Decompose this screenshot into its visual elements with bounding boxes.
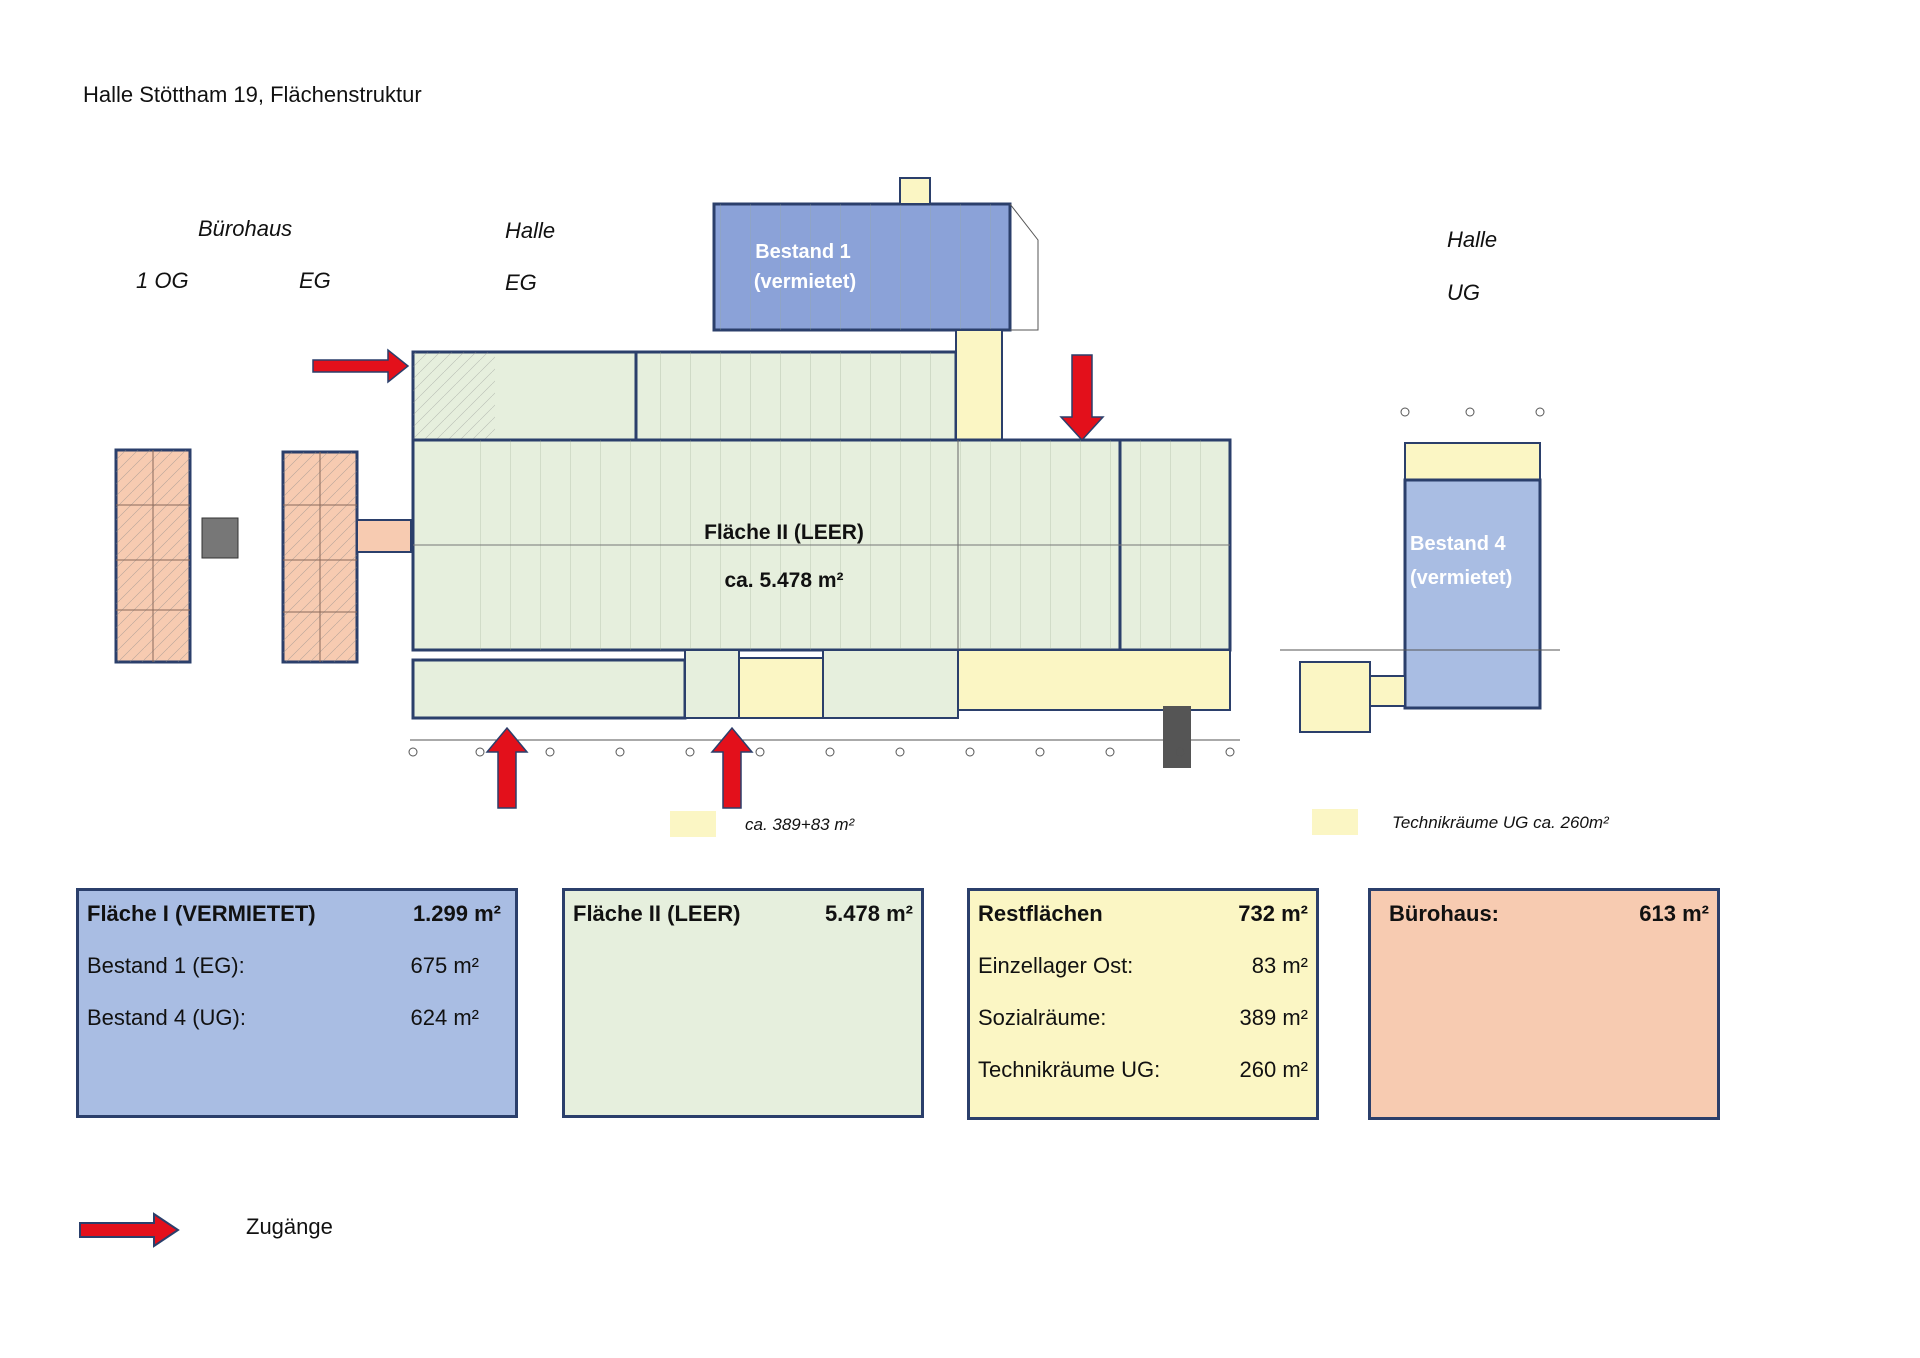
floor-plan: Bestand 1 (vermietet) Fläche II (LEER) c… [114,177,1560,809]
buerohaus-header-value: 613 m² [1639,901,1709,926]
restflaechen-row-label: Sozialräume: [978,1005,1107,1030]
summary-box-restflaechen: Restflächen 732 m² Einzellager Ost: 83 m… [967,888,1319,1120]
halle-ug-plan [1280,407,1560,733]
bestand1-label-line2: (vermietet) [754,271,856,293]
grid-axis-bottom [408,739,1240,757]
access-legend-arrow-icon [79,1212,180,1248]
restflaechen-row-label: Technikräume UG: [978,1057,1161,1082]
access-legend-label: Zugänge [246,1214,333,1239]
flaeche1-row-label: Bestand 4 (UG): [87,1005,246,1030]
legend-note-1: ca. 389+83 m² [745,815,855,834]
flaeche1-header-value: 1.299 m² [412,901,501,926]
flaeche1-header-label: Fläche I (VERMIETET) [87,901,316,926]
flaeche1-row-label: Bestand 1 (EG): [87,953,245,978]
flaeche1-row-value: 624 m² [410,1005,479,1030]
buerohaus-eg-plan [281,450,412,664]
legend-swatch-yellow-1 [670,811,716,837]
label-eg-halle: EG [505,270,537,295]
legend-swatch-yellow-2 [1312,809,1358,835]
buerohaus-header-label: Bürohaus: [1389,901,1499,926]
summary-box-flaeche1: Fläche I (VERMIETET) 1.299 m² Bestand 1 … [76,888,518,1118]
summary-box-buerohaus: Bürohaus: 613 m² [1368,888,1720,1120]
bestand4-label-line1: Bestand 4 [1410,533,1506,555]
flaeche2-plan-label: Fläche II (LEER) [704,521,864,544]
restflaechen-header-value: 732 m² [1238,901,1308,926]
legend-note-2: Technikräume UG ca. 260m² [1392,813,1609,832]
halle-eg-bottom-strip [411,649,1231,768]
restflaechen-header-label: Restflächen [978,901,1103,926]
halle-eg-top-strip [411,329,1003,442]
restflaechen-row-value: 389 m² [1239,1005,1308,1030]
access-arrows [312,348,1105,809]
label-buerohaus: Bürohaus [198,216,293,241]
label-1og: 1 OG [136,268,189,293]
access-arrow-left [312,348,410,384]
label-eg-buerohaus: EG [299,268,331,293]
label-halle-ug: Halle [1447,227,1498,252]
access-arrow-bottom-2 [710,726,754,809]
flaeche1-row-value: 675 m² [410,953,479,978]
page-title: Halle Stöttham 19, Flächenstruktur [83,82,422,107]
restflaechen-row-value: 83 m² [1251,953,1308,978]
bestand1-area [712,177,1039,332]
access-arrow-top [1059,354,1105,442]
buerohaus-1og-plan [114,448,239,664]
summary-box-flaeche2: Fläche II (LEER) 5.478 m² [562,888,924,1118]
bestand4-label-line2: (vermietet) [1410,567,1512,589]
flaeche2-plan-area: ca. 5.478 m² [724,569,843,592]
flaeche2-header-value: 5.478 m² [824,901,913,926]
label-ug: UG [1447,280,1480,305]
flaeche2-header-label: Fläche II (LEER) [573,901,741,926]
restflaechen-row-label: Einzellager Ost: [978,953,1134,978]
label-halle-eg: Halle [505,218,556,243]
access-arrow-bottom-1 [485,726,529,809]
flaeche2-main-hall [411,438,1232,652]
bestand1-label-line1: Bestand 1 [755,241,851,263]
restflaechen-row-value: 260 m² [1239,1057,1308,1082]
